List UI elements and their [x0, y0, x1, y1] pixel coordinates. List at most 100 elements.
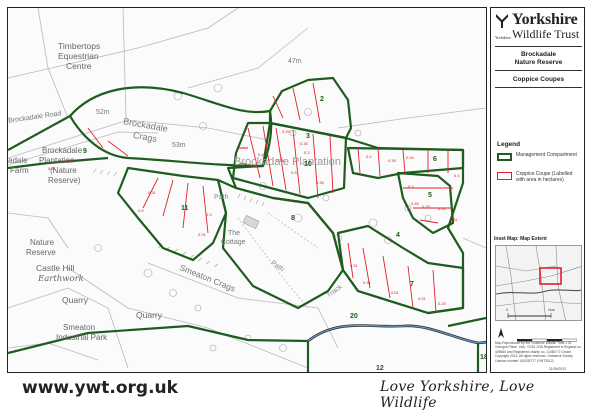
compartment-10-outline — [231, 121, 348, 200]
footer-website-link[interactable]: www.ywt.org.uk — [22, 378, 178, 398]
place-label-adale: adale — [8, 156, 28, 165]
ywt-name-line1: Yorkshire — [512, 11, 578, 28]
place-label-centre: Centre — [66, 61, 92, 71]
compartment-label-7[interactable]: 7 — [410, 281, 414, 288]
place-label-the: The — [228, 230, 241, 237]
coupe-label[interactable]: 0.5 — [138, 208, 144, 213]
copyright-notice: Map Reproduced by the Yorkshire Wildlife… — [495, 341, 582, 363]
place-label-quarry-2: Quarry — [136, 310, 162, 320]
coupe-label[interactable]: 0.39 — [388, 158, 396, 163]
place-label-farm: Farm — [10, 166, 29, 175]
coupe-label[interactable]: 0.31 — [350, 263, 358, 268]
info-panel: Yorkshire Yorkshire Wildlife Trust Brock… — [490, 7, 585, 373]
height-label-53m: 53m — [172, 142, 186, 149]
place-label-earthwork: Earthwork — [38, 274, 84, 284]
coupe-label[interactable]: 0.3 — [408, 184, 414, 189]
compartment-label-20[interactable]: 20 — [350, 313, 358, 320]
ywt-name-line2: Wildlife Trust — [512, 27, 580, 41]
footer-tagline: Love Yorkshire, Love Wildlife — [380, 379, 535, 411]
path-label-1: Path — [214, 194, 229, 201]
compartment-label-11[interactable]: 11 — [181, 205, 189, 212]
coupe-label[interactable]: 0.35 — [300, 141, 308, 146]
inset-map[interactable]: 0 1km — [495, 245, 582, 321]
main-map[interactable]: Timbertops Equestrian Centre Brockadale … — [7, 7, 487, 373]
place-label-equestrian: Equestrian — [58, 51, 99, 61]
compartment-label-3[interactable]: 3 — [306, 133, 310, 140]
coupe-label[interactable]: 0.31 — [418, 296, 426, 301]
divider — [495, 46, 582, 47]
coupe-swatch — [497, 172, 512, 180]
compartment-12-outline — [8, 324, 309, 355]
coupe-label[interactable]: 0.51 — [48, 166, 56, 171]
compartment-label-4[interactable]: 4 — [396, 232, 400, 239]
divider — [495, 87, 582, 88]
compartment-label-12[interactable]: 12 — [376, 365, 384, 372]
ywt-logo: Yorkshire Yorkshire Wildlife Trust — [495, 11, 582, 45]
compartment-swatch — [497, 153, 512, 161]
compartment-label-5[interactable]: 5 — [428, 192, 432, 199]
north-arrow-icon — [497, 326, 505, 344]
compartment-label-10[interactable]: 10 — [304, 161, 312, 168]
coupe-label[interactable]: 0.31 — [198, 232, 206, 237]
coupe-label[interactable]: 0.29 — [422, 204, 430, 209]
compartment-label-6[interactable]: 6 — [433, 156, 437, 163]
compartment-5-outline — [396, 171, 455, 235]
reserve-name-line2: Nature Reserve — [514, 59, 563, 66]
coupe-label[interactable]: 0.31 — [450, 217, 458, 222]
compartment-8-outline — [216, 178, 345, 310]
place-label-plantation-1: Brockadale — [42, 146, 83, 155]
compartment-label-8[interactable]: 8 — [291, 215, 295, 222]
legend-item-compartment: Management Compartment — [497, 152, 581, 174]
map-date: 11/09/2012 — [549, 367, 567, 371]
inset-map-canvas — [496, 246, 581, 320]
ywt-logo-icon: Yorkshire — [495, 13, 511, 40]
coupe-label[interactable]: 0.4 — [454, 173, 460, 178]
compartment-9-outline — [68, 86, 273, 168]
coupe-label[interactable]: 0.5 — [291, 170, 297, 175]
place-label-plantation-2: Plantation — [39, 156, 75, 165]
compartment-label-9[interactable]: 9 — [83, 148, 87, 155]
compartment-7-outline — [336, 224, 465, 315]
coupe-label[interactable]: 0.51 — [391, 290, 399, 295]
divider — [495, 70, 582, 71]
coupe-label[interactable]: 0.3 — [304, 150, 310, 155]
place-label-plantation-3: (Nature — [50, 166, 77, 175]
coupe-label[interactable]: 0.29 — [438, 301, 446, 306]
inset-scale-start: 0 — [506, 308, 508, 312]
map-title: Coppice Coupes — [512, 76, 565, 83]
place-label-reserve: Reserve — [26, 248, 56, 257]
compartment-label-18[interactable]: 18 — [480, 354, 486, 361]
place-label-cottage: Cottage — [221, 239, 246, 246]
coupe-label[interactable]: 0.38 — [276, 158, 284, 163]
place-label-plantation-4: Reserve) — [48, 176, 81, 185]
coupe-label[interactable]: 0.3 — [206, 212, 212, 217]
map-canvas — [8, 8, 486, 372]
place-label-industrial-park: Industrial Park — [56, 333, 108, 342]
height-label-52m: 52m — [96, 109, 110, 116]
coupe-label[interactable]: 0.34 — [406, 155, 414, 160]
height-label-47m: 47m — [288, 58, 302, 65]
place-label-smeaton: Smeaton — [63, 323, 96, 332]
compartment-label-2[interactable]: 2 — [320, 96, 324, 103]
inset-title: Inset Map: Map Extent — [494, 236, 547, 242]
coupe-label[interactable]: 0.4 — [366, 154, 372, 159]
coupe-label[interactable]: 0.31 — [148, 190, 156, 195]
the-cottage-building — [242, 215, 260, 229]
coupe-label[interactable]: 0.29 — [282, 129, 290, 134]
coupe-label[interactable]: 0.35 — [438, 206, 446, 211]
inset-scale-end: 1km — [548, 308, 555, 312]
place-label-castle-hill: Castle Hill — [36, 263, 75, 273]
coupe-label[interactable]: 0.31 — [363, 280, 371, 285]
coupe-label[interactable]: 0.36 — [316, 180, 324, 185]
coupe-label[interactable]: 0.46 — [66, 158, 74, 163]
compartment-11-outline — [116, 166, 228, 262]
inset-extent-box — [539, 267, 562, 285]
reserve-name-line1: Brockadale — [520, 51, 557, 58]
place-label-nature: Nature — [30, 238, 55, 247]
place-label-brockadale-plantation: Brockadale Plantation — [234, 156, 342, 168]
coupe-label[interactable]: 0.45 — [411, 201, 419, 206]
coupe-label[interactable]: 0.49 — [258, 152, 266, 157]
legend-item-coppice-coupe: Coppice Coupe (Labelled with area in hec… — [497, 171, 581, 193]
place-label-timbertops: Timbertops — [58, 41, 101, 51]
